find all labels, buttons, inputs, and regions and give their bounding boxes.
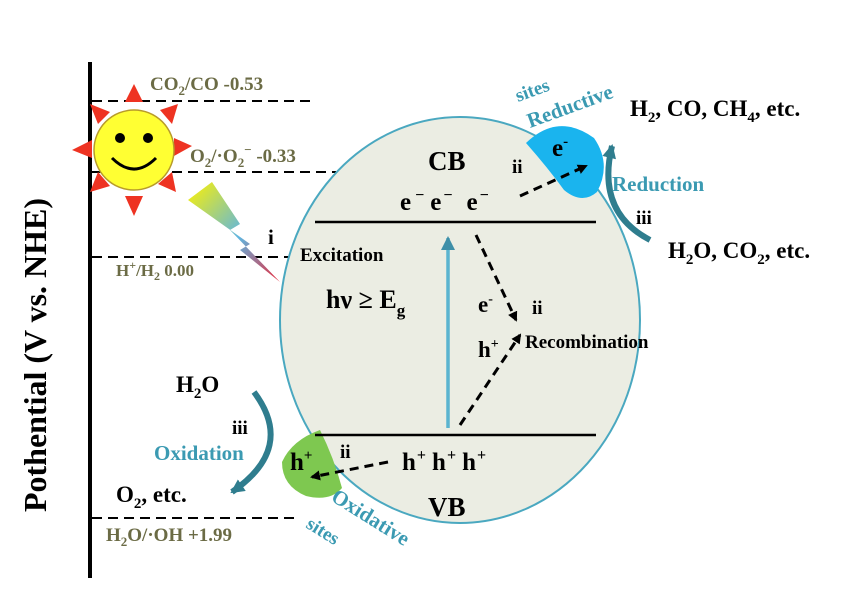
oxidation-product: O2, etc. <box>116 482 187 512</box>
vb-holes: h+h+h+ <box>402 447 486 476</box>
oxidation-reactant: H2O <box>176 372 219 402</box>
recomb-step-ii: ii <box>532 298 543 319</box>
oxidative-step-ii: ii <box>340 442 351 463</box>
reductive-step-ii: ii <box>512 157 523 178</box>
reduction-reactants: H2O, CO2, etc. <box>668 238 810 268</box>
oxidation-label: Oxidation <box>154 441 244 465</box>
cb-label: CB <box>428 146 466 176</box>
reduction-step-iii: iii <box>636 208 652 229</box>
reduction-products: H2, CO, CH4, etc. <box>630 96 800 126</box>
oxidation-step-iii: iii <box>232 418 248 439</box>
reduction-label: Reduction <box>612 172 704 196</box>
recombination-label: Recombination <box>525 332 649 353</box>
o2-level-label: O2/·O2− -0.33 <box>190 142 296 170</box>
step-i-label: i <box>268 225 274 249</box>
excitation-label: Excitation <box>300 245 384 266</box>
h2o-oh-level-label: H2O/·OH +1.99 <box>106 525 232 549</box>
light-bolt-icon <box>188 182 280 282</box>
co2-co-level-label: CO2/CO -0.53 <box>150 74 263 98</box>
axis-label: Pothential (V vs. NHE) <box>17 198 53 512</box>
oxidative-sites-word: sites <box>302 513 343 549</box>
h-h2-level-label: H+/H2 0.00 <box>116 258 194 283</box>
vb-label: VB <box>428 492 466 522</box>
